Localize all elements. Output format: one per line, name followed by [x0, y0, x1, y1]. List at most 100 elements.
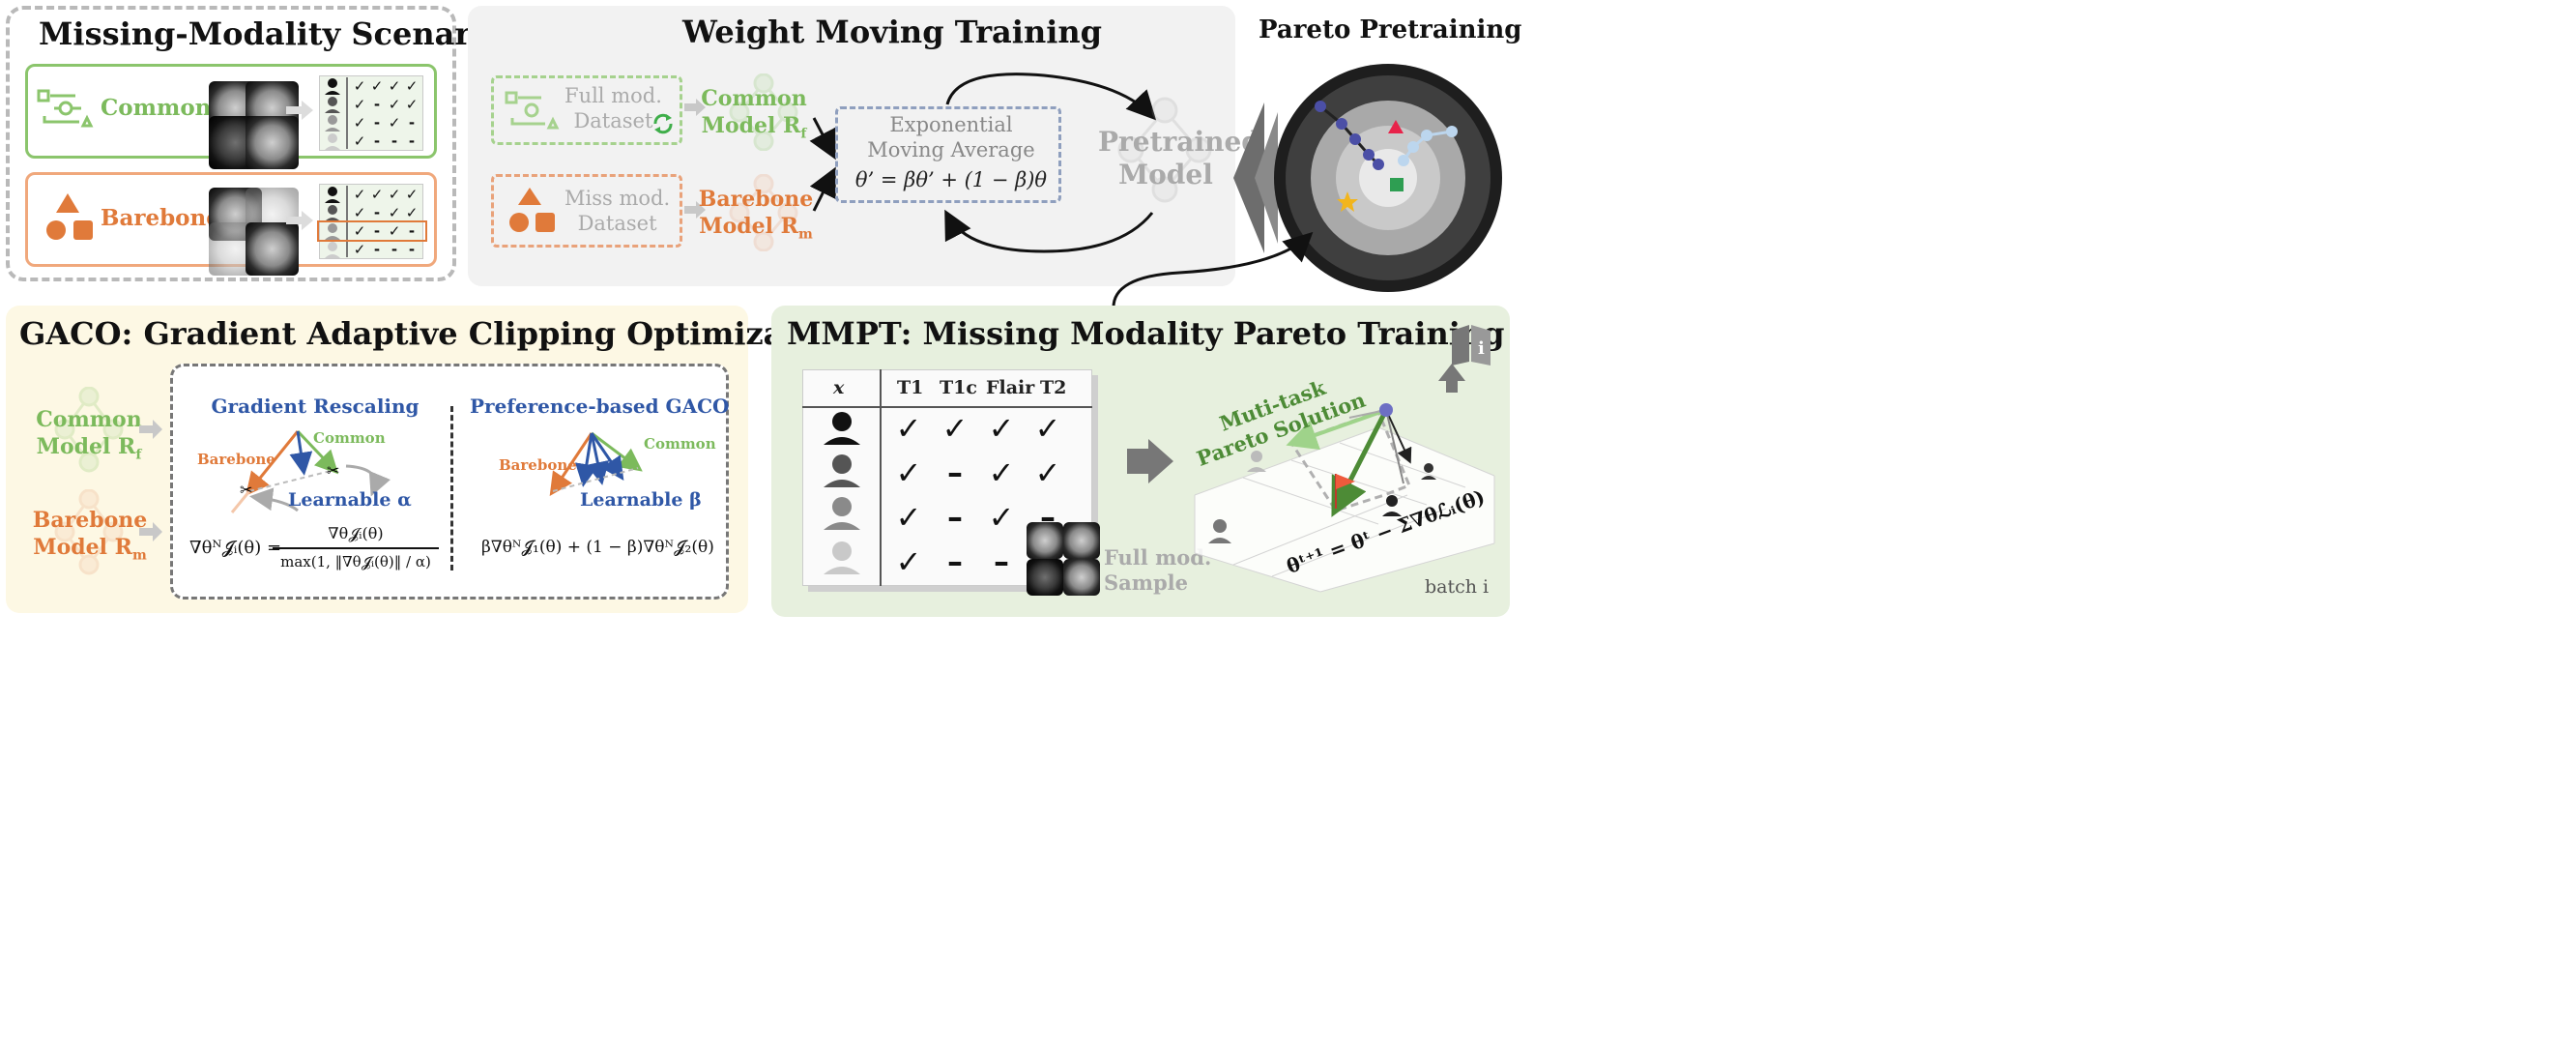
- connector-arrow: [1112, 231, 1314, 310]
- section-divider: [450, 406, 453, 570]
- check-cell: -: [373, 96, 381, 113]
- check-cell: –: [994, 543, 1009, 580]
- mri-thumb: [246, 116, 299, 169]
- check-cell: ✓: [353, 77, 366, 95]
- patient-icons: [325, 78, 340, 150]
- preference-common-label: Common: [644, 435, 716, 453]
- check-cell: ✓: [353, 132, 366, 150]
- check-cell: ✓: [1034, 410, 1061, 447]
- check-cell: ✓: [353, 204, 366, 221]
- highlight-row: [317, 220, 427, 242]
- network-icon: [729, 73, 798, 151]
- miss-dataset-line2: Dataset: [577, 212, 657, 235]
- rescaling-formula-lhs: ∇θᴺ𝓙ᵢ(θ) =: [189, 538, 282, 558]
- rescaling-formula-den: max(1, ‖∇θ𝓙ᵢ(θ)‖ / α): [280, 553, 431, 570]
- full-dataset-line2: Dataset: [573, 109, 653, 132]
- network-icon: [54, 387, 124, 473]
- check-cell: -: [408, 114, 416, 132]
- network-icon: [54, 489, 124, 575]
- check-cell: -: [391, 241, 398, 258]
- barebone-model-label: Barebone Model Rm: [698, 186, 814, 248]
- miss-dataset-box: [491, 174, 682, 248]
- rescaling-barebone-label: Barebone: [197, 451, 275, 468]
- learnable-alpha-label: Learnable α: [288, 489, 412, 511]
- check-cell: –: [947, 454, 963, 491]
- barebone-modality-icon: [509, 188, 555, 232]
- table-column-rule: [880, 369, 882, 586]
- barebone-model-line1: Barebone: [698, 187, 814, 212]
- network-icon: [1117, 97, 1212, 203]
- check-cell: ✓: [988, 410, 1015, 447]
- common-check-grid: ✓✓✓✓✓-✓✓✓-✓-✓---: [351, 77, 420, 151]
- ema-box: [835, 106, 1061, 203]
- preference-formula: β∇θᴺ𝓙₁(θ) + (1 − β)∇θᴺ𝓙₂(θ): [481, 538, 714, 557]
- gaco-barebone-line2: Model Rm: [33, 535, 147, 564]
- arrow-right-icon: [286, 211, 313, 230]
- barebone-modality-icon: [46, 193, 93, 240]
- check-cell: ✓: [353, 222, 366, 240]
- barebone-model-line2: Model Rm: [699, 214, 813, 243]
- gradient-rescaling-title: Gradient Rescaling: [211, 395, 420, 418]
- gaco-title: GACO: Gradient Adaptive Clipping Optimiz…: [19, 315, 853, 352]
- table-header-t1: T1: [897, 377, 924, 398]
- gaco-barebone-line1: Barebone: [32, 508, 148, 533]
- mri-thumb: [1027, 559, 1063, 596]
- common-model-line1: Common: [701, 86, 807, 111]
- check-cell: ✓: [895, 454, 922, 491]
- check-cell: ✓: [405, 186, 419, 203]
- check-cell: ✓: [388, 96, 401, 113]
- gaco-barebone-model-label: Barebone Model Rm: [29, 507, 151, 569]
- mri-thumb: [1027, 522, 1063, 559]
- gaco-common-line1: Common: [36, 407, 142, 432]
- check-cell: -: [373, 241, 381, 258]
- patient-icons: [824, 412, 860, 574]
- pareto-solution-3d-plot: [1194, 364, 1495, 593]
- arrow-right-icon: [684, 99, 706, 116]
- refresh-icon: [653, 113, 673, 134]
- preference-barebone-label: Barebone: [499, 456, 577, 474]
- check-cell: –: [947, 543, 963, 580]
- arrow-right-icon: [286, 101, 313, 120]
- document-info-icon: i: [1452, 325, 1491, 366]
- ema-label: Exponential Moving Average: [835, 112, 1067, 162]
- common-modality-icon: [505, 91, 560, 130]
- gaco-common-line2: Model Rf: [36, 434, 142, 463]
- learnable-beta-label: Learnable β: [580, 489, 702, 511]
- miss-dataset-line1: Miss mod.: [564, 187, 671, 210]
- ema-line2: Moving Average: [867, 138, 1035, 161]
- ema-formula: θ’ = βθ’ + (1 − β)θ: [854, 168, 1048, 191]
- check-cell: ✓: [370, 186, 384, 203]
- preference-gaco-title: Preference-based GACO: [470, 395, 730, 418]
- common-model-label: Common Model Rf: [700, 85, 808, 147]
- check-cell: ✓: [988, 499, 1015, 536]
- full-sample-label: Full mod. Sample: [1104, 545, 1211, 596]
- full-dataset-label: Full mod. Dataset: [564, 83, 662, 133]
- arrow-right-icon: [139, 522, 162, 541]
- arrow-right-icon: [1127, 439, 1173, 483]
- fraction-bar: [273, 547, 439, 549]
- mri-thumb: [1063, 559, 1100, 596]
- weight-moving-training-panel: [468, 6, 1235, 286]
- check-cell: ✓: [353, 241, 366, 258]
- check-cell: -: [373, 114, 381, 132]
- check-cell: ✓: [405, 204, 419, 221]
- check-cell: ✓: [388, 114, 401, 132]
- table-divider: [346, 77, 348, 149]
- common-label: Common: [101, 95, 212, 121]
- check-cell: ✓: [353, 114, 366, 132]
- arrow-right-icon: [139, 420, 162, 439]
- mmpt-check-grid: ✓✓✓✓✓–✓✓✓–✓–✓––: [885, 410, 1088, 586]
- network-icon: [729, 174, 798, 251]
- pretrained-model-label: Pretrained Model: [1098, 126, 1260, 191]
- full-sample-line2: Sample: [1104, 570, 1189, 595]
- arrow-right-icon: [684, 201, 706, 219]
- missing-modality-panel: [6, 6, 456, 281]
- check-cell: -: [391, 132, 398, 150]
- pareto-pretraining-title: Pareto Pretraining: [1259, 15, 1522, 44]
- table-header-t2: T2: [1040, 377, 1067, 398]
- gaco-common-model-label: Common Model Rf: [31, 406, 147, 468]
- table-header-flair: Flair: [986, 377, 1035, 398]
- table-header-t1c: T1c: [940, 377, 977, 398]
- mri-thumb: [1063, 522, 1100, 559]
- batch-label: batch i: [1425, 576, 1490, 598]
